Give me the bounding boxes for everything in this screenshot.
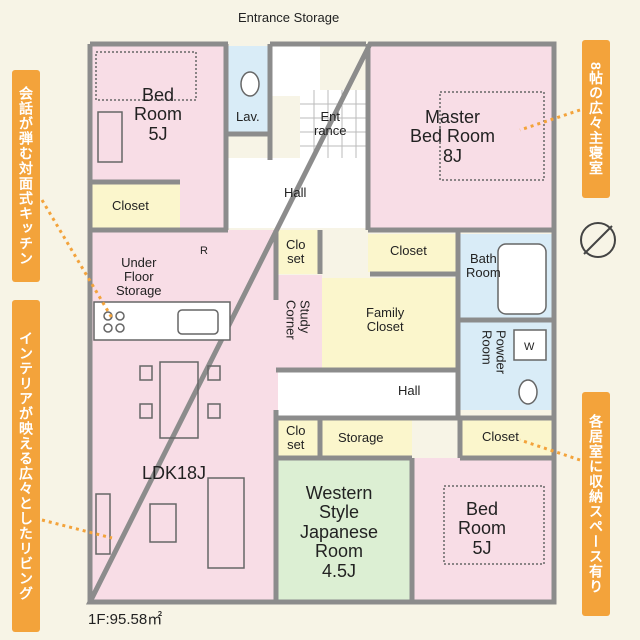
bed-room-5j-bottom-fill (412, 458, 552, 600)
storage-fill (322, 418, 412, 458)
ldk-label: LDK18J (142, 463, 207, 483)
dining-table (139, 361, 221, 439)
closet-top-left-label: Closet (112, 198, 149, 213)
annotation-leaders (40, 108, 581, 540)
closet-right-1-label: Closet (390, 243, 427, 258)
closet-right-1-fill (368, 234, 458, 272)
annotation-storage: 各居室に収納スペース有り (582, 392, 610, 616)
storage-label: Storage (338, 430, 384, 445)
closet-small-2-fill (278, 418, 320, 458)
family-closet-fill (322, 278, 458, 370)
r-mark: R (200, 245, 208, 257)
hall-mid-label: Hall (398, 383, 421, 398)
kitchen-counter (93, 301, 231, 341)
annotation-living: インテリアが映える広々としたリビング (12, 300, 40, 632)
hall-mid-fill (278, 372, 458, 418)
entrance-fill (300, 90, 366, 158)
w-mark: W (524, 341, 535, 353)
closet-bottom-right-label: Closet (482, 429, 519, 444)
closet-top-left-fill (92, 182, 180, 230)
walls (85, 41, 557, 605)
entrance-storage-label: Entrance Storage (238, 10, 340, 25)
hall-top-label: Hall (284, 185, 307, 200)
western-room-fill (276, 460, 410, 600)
beds (95, 51, 545, 565)
annotation-kitchen: 会話が弾む対面式キッチン (12, 70, 40, 282)
lav-label: Lav. (236, 109, 260, 124)
fixtures (240, 71, 547, 405)
entrance-storage-fill (270, 46, 320, 96)
floor-area-label: 1F:95.58㎡ (88, 611, 163, 628)
master-bedroom-fill (370, 46, 552, 229)
compass-icon (580, 222, 616, 258)
closet-bottom-right-fill (462, 420, 552, 456)
sofa (95, 477, 245, 569)
closet-small-1-fill (278, 230, 320, 274)
annotation-master: 8帖の広々主寝室 (582, 40, 610, 198)
